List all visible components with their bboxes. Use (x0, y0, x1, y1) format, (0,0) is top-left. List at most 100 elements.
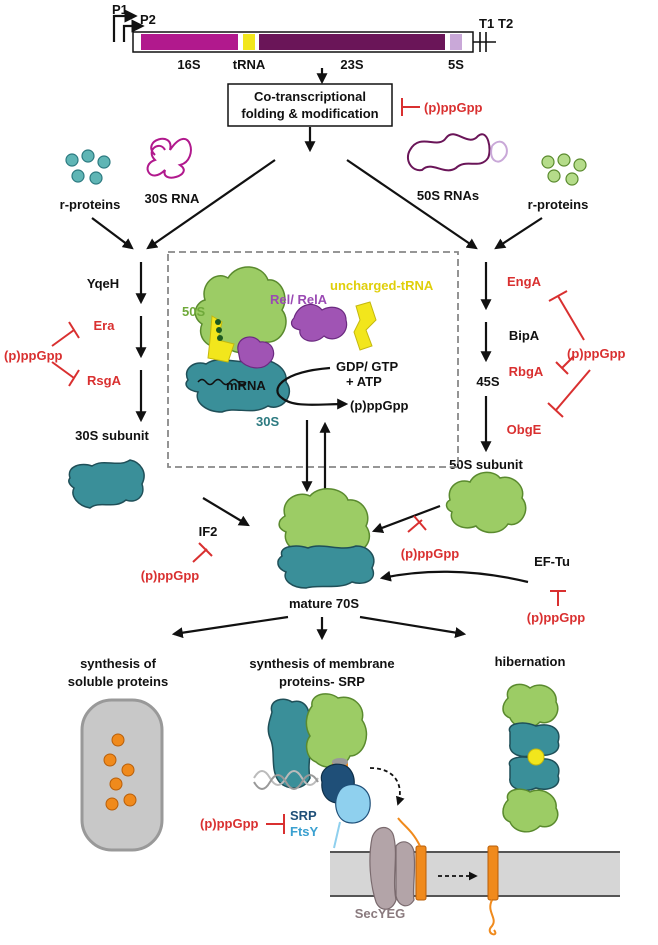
soluble-line1: synthesis of (80, 656, 157, 671)
right-r-proteins (541, 153, 587, 186)
if2-inhibitor-label: (p)ppGpp (141, 568, 200, 583)
gene-16s-label: 16S (177, 57, 200, 72)
eftu-inhibition: (p)ppGpp (527, 590, 585, 625)
rna-30s-label: 30S RNA (145, 191, 201, 206)
srp-label: SRP (290, 808, 317, 823)
srp-scene-mrna (253, 770, 319, 786)
gene-23s-segment (259, 34, 445, 50)
gene-trna-segment (243, 34, 255, 50)
left-inhibition: (p)ppGpp (4, 321, 80, 387)
stringent-response-box: 50S mRNA 30S Rel/ RelA uncharged-tRNA GD… (167, 251, 459, 468)
membrane-synthesis-scene (253, 693, 405, 849)
factor-rsga-label: RsgA (87, 373, 122, 388)
gene-16s-segment (141, 34, 238, 50)
promoter2-label: P2 (140, 12, 156, 27)
cotranscription-line1: Co-transcriptional (254, 89, 366, 104)
box-bound-rel (237, 336, 275, 369)
srp-scene-30s (267, 698, 312, 789)
rna-50s-label: 50S RNAs (417, 188, 479, 203)
gene-5s-label: 5S (448, 57, 464, 72)
mature-30s-shape (277, 545, 375, 589)
factor-bipa-label: BipA (509, 328, 540, 343)
factor-if2-label: IF2 (199, 524, 218, 539)
gene-trna-label: tRNA (233, 57, 266, 72)
rna-50s-structure (406, 133, 491, 172)
right-rproteins-arrow (494, 217, 543, 250)
subunit-50s-inhibitor-label: (p)ppGpp (401, 546, 460, 561)
box-substrate-line2: + ATP (346, 374, 382, 389)
factor-obge-label: ObgE (507, 422, 542, 437)
ftsy-receptor (335, 783, 371, 824)
free-rel-rela-shape (290, 303, 348, 342)
eftu-to-70s-arrow (379, 570, 529, 584)
secyeg-channel (369, 826, 397, 910)
bacterial-cell (80, 698, 164, 852)
cotranscriptional-box: Co-transcriptional folding & modificatio… (227, 83, 393, 127)
box-synthesis-arrow (276, 366, 349, 410)
box-30s-label: 30S (256, 414, 279, 429)
rrna-operon: P1 P2 T1 T2 16S tRNA 23S 5S (112, 2, 513, 72)
intermediate-45s-label: 45S (476, 374, 499, 389)
left-rna-arrow (146, 159, 276, 250)
rna-30s-structure (146, 137, 192, 179)
hibernation-label: hibernation (495, 654, 566, 669)
left-inhibitor-label: (p)ppGpp (4, 348, 63, 363)
box-substrate-line1: GDP/ GTP (336, 359, 398, 374)
factor-enga-label: EngA (507, 274, 542, 289)
right-inhibition: (p)ppGpp (547, 290, 626, 418)
subunit-50s-inhibition: (p)ppGpp (401, 515, 460, 561)
gene-23s-label: 23S (340, 57, 363, 72)
cotranscription-line2: folding & modification (241, 106, 378, 121)
subunit-30s-to-70s-arrow (202, 497, 250, 527)
promoter-arrows (112, 9, 145, 42)
terminator1-label: T1 (479, 16, 494, 31)
ftsy-label: FtsY (290, 824, 319, 839)
if2-inhibition: (p)ppGpp (141, 542, 213, 583)
subunit-50s-to-70s-arrow (371, 504, 441, 534)
folding-inhibitor-label: (p)ppGpp (424, 100, 483, 115)
subunit-30s-shape (68, 459, 145, 509)
mature-70s-ribosome (277, 488, 375, 589)
promoter1-label: P1 (112, 2, 128, 17)
gene-5s-segment (450, 34, 462, 50)
to-soluble-arrow (171, 615, 289, 639)
mature-50s-shape (278, 488, 371, 559)
factor-yqeh-label: YqeH (87, 276, 119, 291)
srp-inhibition: (p)ppGpp (200, 814, 285, 834)
membrane-line1: synthesis of membrane (249, 656, 394, 671)
hibernating-100s-dimer (502, 683, 560, 833)
rna-5s-structure (490, 140, 508, 163)
subunit-50s-shape (445, 471, 527, 534)
box-product-label: (p)ppGpp (350, 398, 409, 413)
box-mrna-strand (215, 319, 223, 341)
folding-inhibition: (p)ppGpp (401, 98, 483, 116)
right-r-proteins-label: r-proteins (528, 197, 589, 212)
left-r-proteins (65, 149, 111, 185)
factor-eftu-label: EF-Tu (534, 554, 570, 569)
factor-rbga-label: RbgA (509, 364, 544, 379)
mature-70s-label: mature 70S (289, 596, 359, 611)
to-hibernation-arrow (359, 615, 467, 639)
factor-era-label: Era (94, 318, 116, 333)
terminator-marks (473, 32, 496, 52)
box-bound-trna (207, 315, 235, 363)
right-subunit-label: 50S subunit (449, 457, 523, 472)
free-trna-shape (353, 301, 377, 351)
left-r-proteins-label: r-proteins (60, 197, 121, 212)
soluble-line2: soluble proteins (68, 674, 168, 689)
srp-delivery-arrow (369, 767, 405, 806)
inserted-tm-helix (415, 845, 427, 901)
srp-scene-50s (305, 693, 368, 769)
box-rel-label: Rel/ RelA (270, 292, 328, 307)
box-mrna-label: mRNA (226, 378, 266, 393)
box-mrna-wave (197, 378, 247, 386)
box-50s-label: 50S (182, 304, 205, 319)
right-inhibitor-label: (p)ppGpp (567, 346, 626, 361)
right-rna-arrow (346, 159, 478, 250)
box-trna-label: uncharged-tRNA (330, 278, 434, 293)
left-subunit-label: 30S subunit (75, 428, 149, 443)
membrane-line2: proteins- SRP (279, 674, 365, 689)
released-tm-helix (487, 845, 499, 901)
